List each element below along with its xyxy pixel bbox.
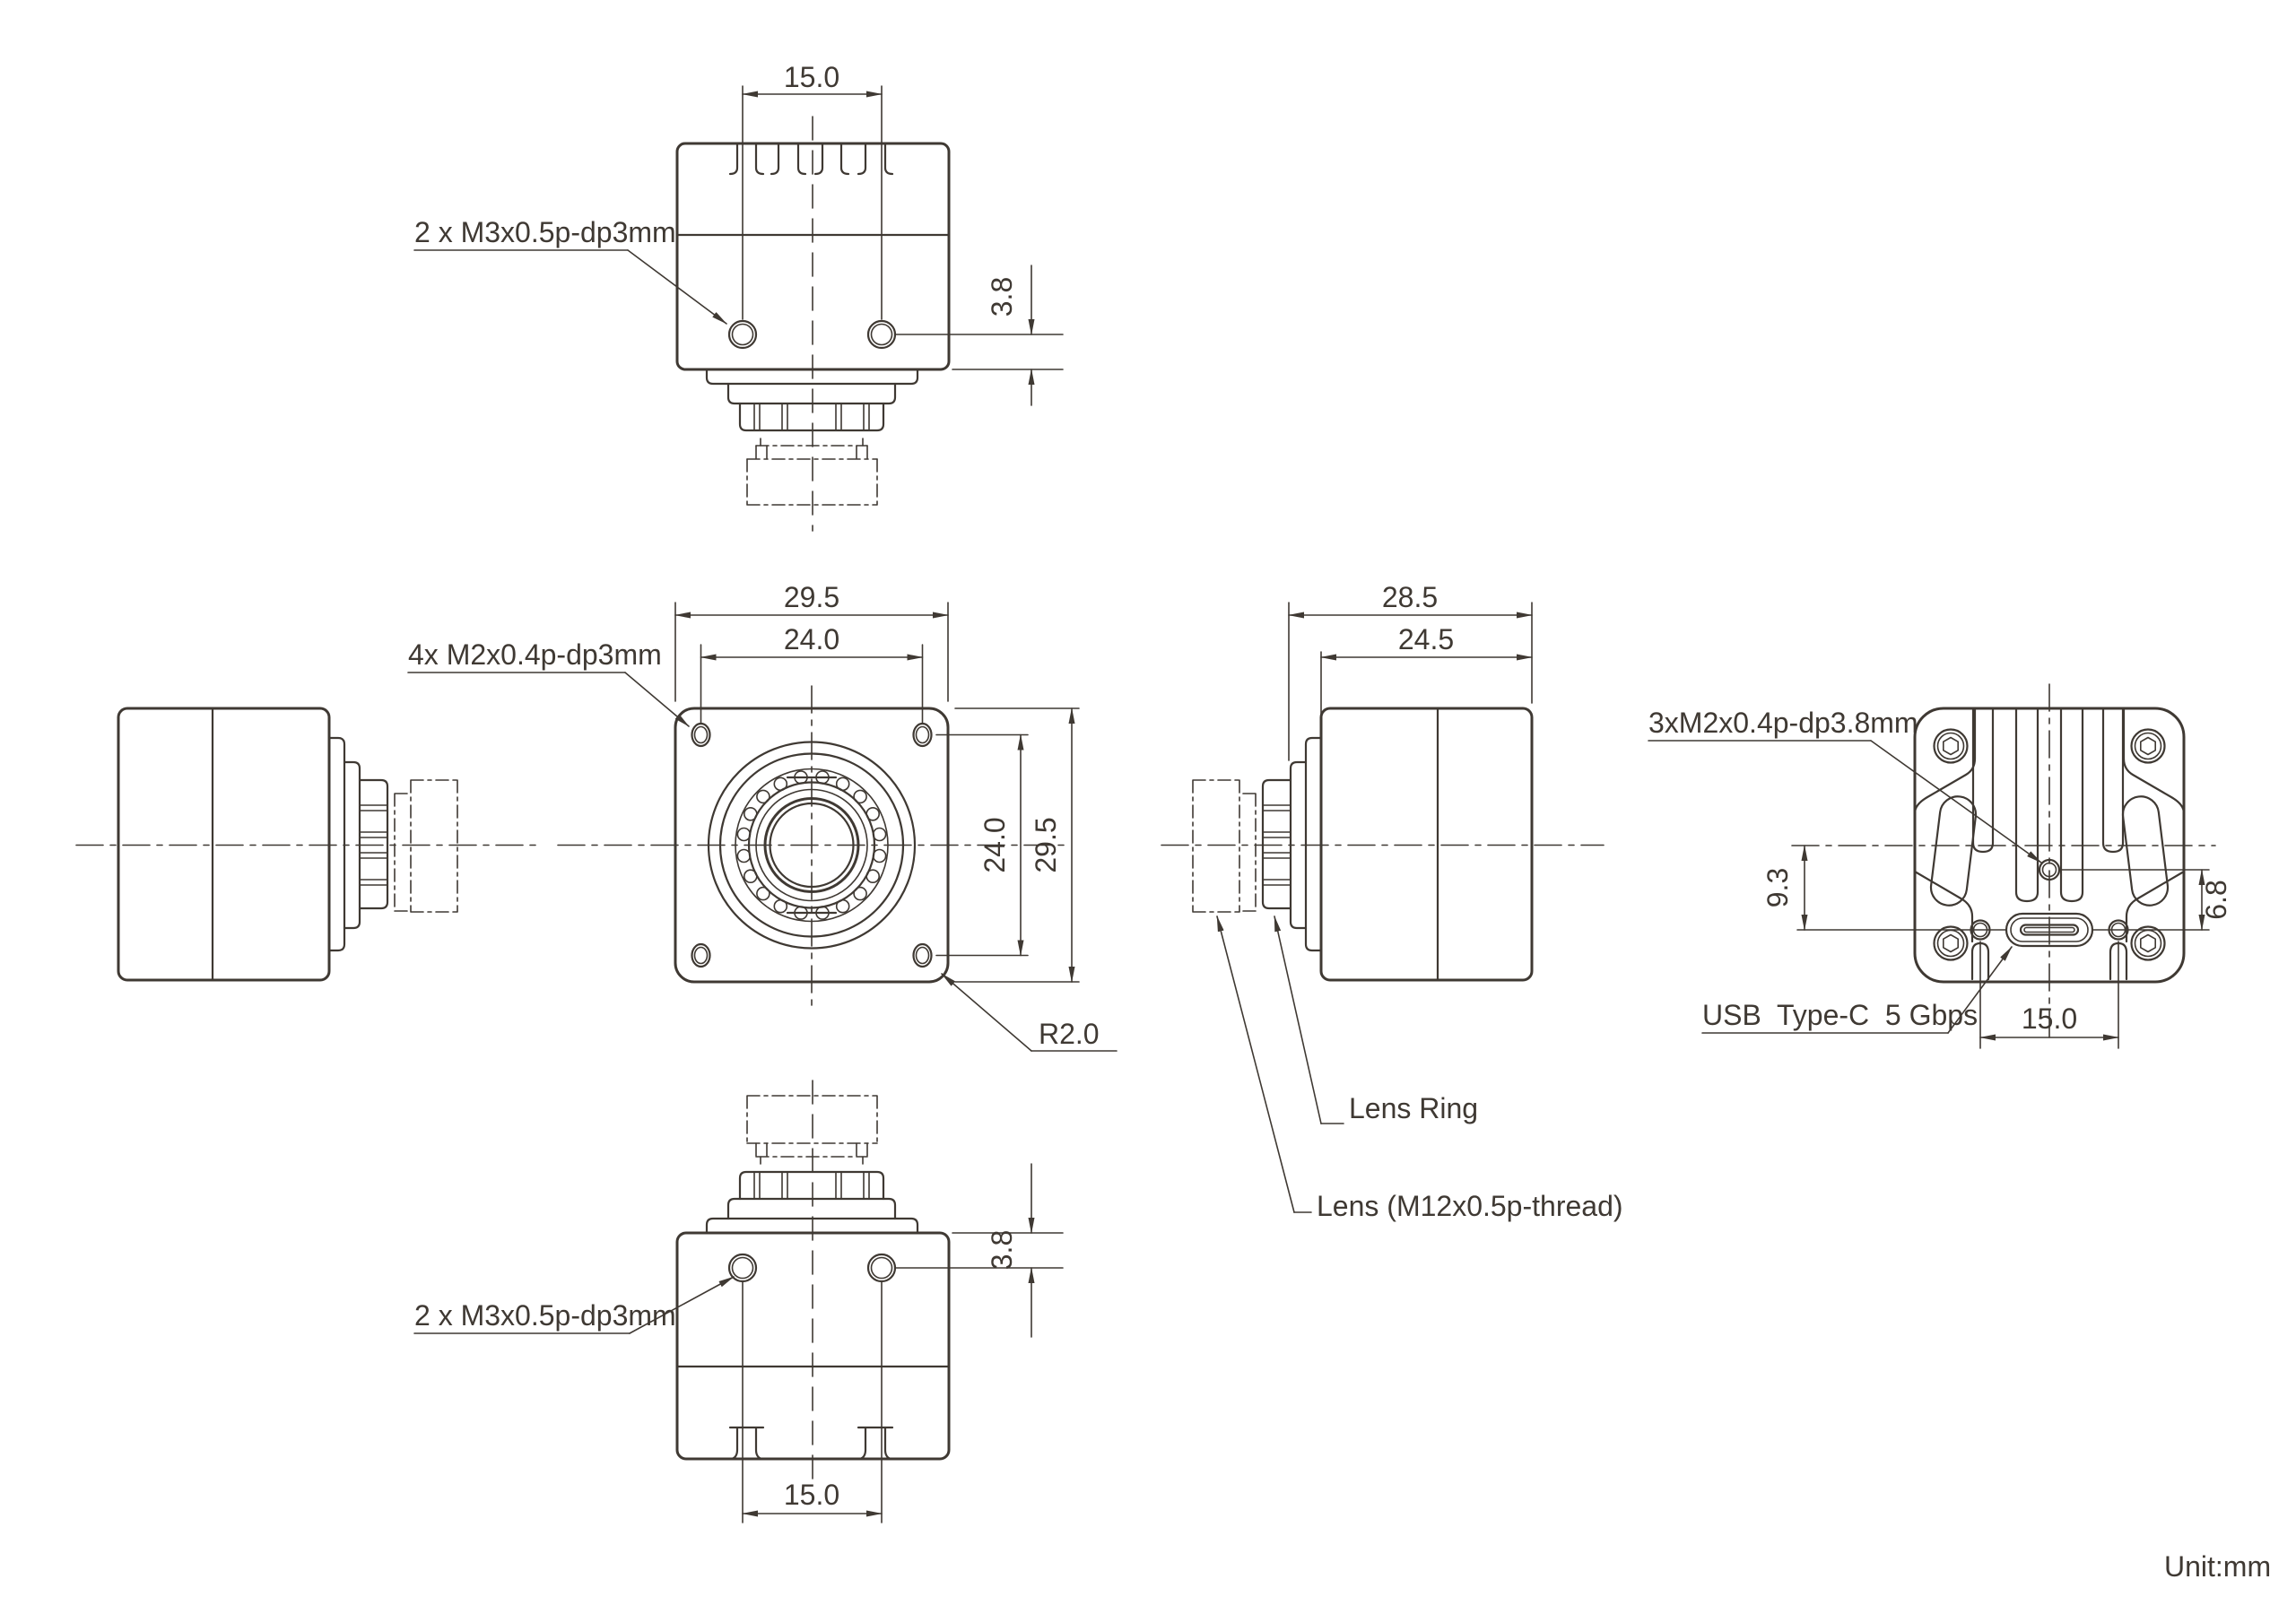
unit-note: Unit:mm: [2164, 1550, 2271, 1583]
right-lens-ring-knurl: [1262, 804, 1292, 886]
dim-text: 15.0: [784, 61, 839, 93]
dim-text: 29.5: [784, 581, 839, 613]
label-text: 3xM2x0.4p-dp3.8mm: [1648, 707, 1918, 739]
right-body-outline: [1319, 707, 1534, 982]
bottom-lens-phantom: [746, 1095, 878, 1165]
label-text: 2 x M3x0.5p-dp3mm: [414, 216, 676, 248]
front-corner-holes: [691, 722, 933, 968]
label-text: Lens (M12x0.5p-thread): [1317, 1190, 1623, 1222]
back-corner-screws: [1933, 728, 2166, 961]
bottom-dim-hole-offset: 3.8: [894, 1163, 1064, 1338]
back-extension-lines: [1796, 869, 2210, 931]
top-lens-mount-steps: [705, 368, 919, 432]
bottom-thread-callout: 2 x M3x0.5p-dp3mm: [413, 1276, 735, 1334]
top-dim-hole-spacing: 15.0: [742, 61, 883, 320]
back-view: 9.3 6.8 15.0 3xM2x0.4p-dp3.8mm USB Type-…: [1648, 683, 2232, 1049]
label-text: 2 x M3x0.5p-dp3mm: [414, 1299, 676, 1332]
right-view: 28.5 24.5 Lens Ring Lens (M12x0.5p-threa…: [1161, 581, 1623, 1222]
left-lens-phantom: [394, 779, 458, 913]
back-dim-left-offset: 9.3: [1761, 845, 1808, 931]
dim-text: 24.0: [978, 817, 1011, 872]
dim-text: 24.5: [1398, 623, 1454, 655]
front-crosshair-centerlines: [557, 685, 1070, 1012]
top-thread-callout: 2 x M3x0.5p-dp3mm: [413, 216, 727, 325]
right-lens-phantom: [1192, 779, 1257, 913]
bottom-lens-ring-knurl: [753, 1171, 870, 1200]
dim-text: 15.0: [2022, 1002, 2077, 1035]
dim-text: 9.3: [1761, 868, 1794, 907]
dim-text: 3.8: [986, 277, 1018, 317]
label-text: USB Type-C 5 Gbps: [1702, 999, 1978, 1031]
left-lens-mount-steps: [327, 736, 389, 952]
back-centerlines: [1791, 683, 2216, 1043]
right-lens-mount-steps: [1261, 736, 1323, 952]
back-side-slots: [1929, 795, 2170, 907]
dim-text: 28.5: [1382, 581, 1438, 613]
top-heatsink-grooves: [728, 142, 894, 176]
front-dim-width: 29.5: [674, 581, 949, 702]
top-lens-ring-knurl: [753, 403, 870, 431]
front-radius-callout: R2.0: [941, 973, 1118, 1052]
usb-callout: USB Type-C 5 Gbps: [1701, 946, 2013, 1034]
bottom-view: 3.8 2 x M3x0.5p-dp3mm 15.0: [413, 1080, 1064, 1523]
top-lens-phantom: [746, 438, 878, 506]
left-body-outline: [117, 707, 331, 982]
right-dim-body-length: 24.5: [1320, 623, 1533, 734]
dim-text: 6.8: [2200, 880, 2232, 919]
dim-text: 24.0: [784, 623, 839, 655]
lens-ring-flats: [786, 776, 838, 915]
dim-text: 3.8: [986, 1230, 1018, 1270]
right-dim-total-length: 28.5: [1288, 581, 1533, 761]
front-dim-hole-span-h: 24.0: [700, 623, 924, 724]
back-heatsink-grooves: [1971, 707, 2125, 903]
label-text: R2.0: [1039, 1018, 1100, 1050]
back-thread-callout: 3xM2x0.4p-dp3.8mm: [1648, 707, 2042, 863]
dim-text: 15.0: [784, 1479, 839, 1511]
back-dim-right-offset: 6.8: [2198, 869, 2232, 931]
label-text: 4x M2x0.4p-dp3mm: [408, 638, 662, 671]
dim-text: 29.5: [1030, 817, 1062, 872]
left-view: [75, 707, 539, 982]
front-view: 29.5 24.0 24.0 29.5 4x M2x0.4p-dp3mm R2.…: [407, 581, 1118, 1052]
bottom-dim-hole-spacing: 15.0: [742, 1281, 883, 1523]
front-dim-height: 29.5: [954, 707, 1080, 983]
left-lens-ring-knurl: [359, 804, 388, 886]
top-view: 15.0 2 x M3x0.5p-dp3mm 3.8: [413, 61, 1064, 532]
lens-ring-callout: Lens Ring: [1274, 915, 1478, 1124]
bottom-groove-notches: [728, 1426, 894, 1461]
lens-callout: Lens (M12x0.5p-thread): [1216, 915, 1623, 1222]
front-dim-hole-span-v: 24.0: [935, 733, 1029, 957]
back-dim-usb-hole-spacing: 15.0: [1979, 941, 2119, 1049]
label-text: Lens Ring: [1349, 1092, 1478, 1124]
top-dim-hole-offset: 3.8: [894, 265, 1064, 406]
front-thread-callout: 4x M2x0.4p-dp3mm: [407, 638, 690, 727]
